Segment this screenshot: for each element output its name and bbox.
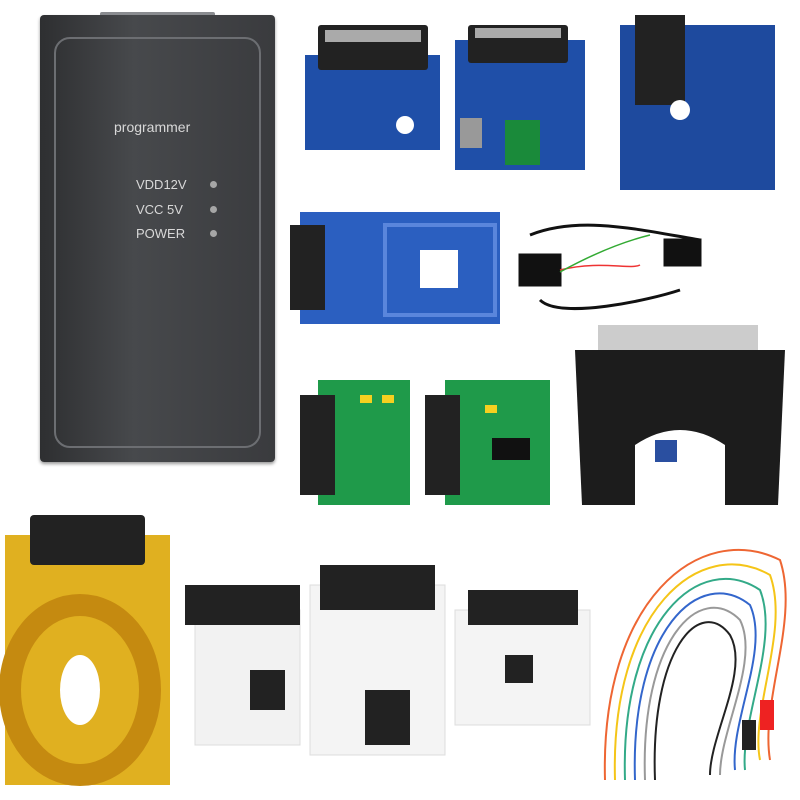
programmer-box: programmer VDD12V VCC 5V POWER bbox=[40, 15, 275, 462]
programmer-title: programmer bbox=[114, 119, 191, 135]
obd-cable bbox=[518, 223, 702, 311]
blue-antenna-board bbox=[290, 212, 500, 324]
blue-adapter-board-1 bbox=[305, 25, 440, 150]
blue-adapter-board-3 bbox=[620, 15, 775, 190]
programmer-panel bbox=[54, 37, 261, 448]
indicator-label-vdd12v: VDD12V bbox=[136, 177, 187, 192]
white-adapter-board-2 bbox=[309, 565, 446, 756]
led-icon bbox=[210, 230, 217, 237]
jumper-wire-harness bbox=[603, 549, 787, 781]
green-adapter-board-2 bbox=[425, 380, 550, 505]
yellow-antenna-board bbox=[0, 515, 170, 786]
indicator-label-power: POWER bbox=[136, 226, 186, 241]
green-adapter-board-1 bbox=[300, 380, 410, 505]
white-adapter-board-1 bbox=[185, 585, 301, 746]
blue-adapter-board-2 bbox=[455, 25, 585, 170]
led-icon bbox=[210, 206, 217, 213]
black-adapter bbox=[575, 325, 785, 505]
white-adapter-board-3 bbox=[454, 590, 591, 726]
led-icon bbox=[210, 181, 217, 188]
indicator-label-vcc5v: VCC 5V bbox=[136, 202, 183, 217]
